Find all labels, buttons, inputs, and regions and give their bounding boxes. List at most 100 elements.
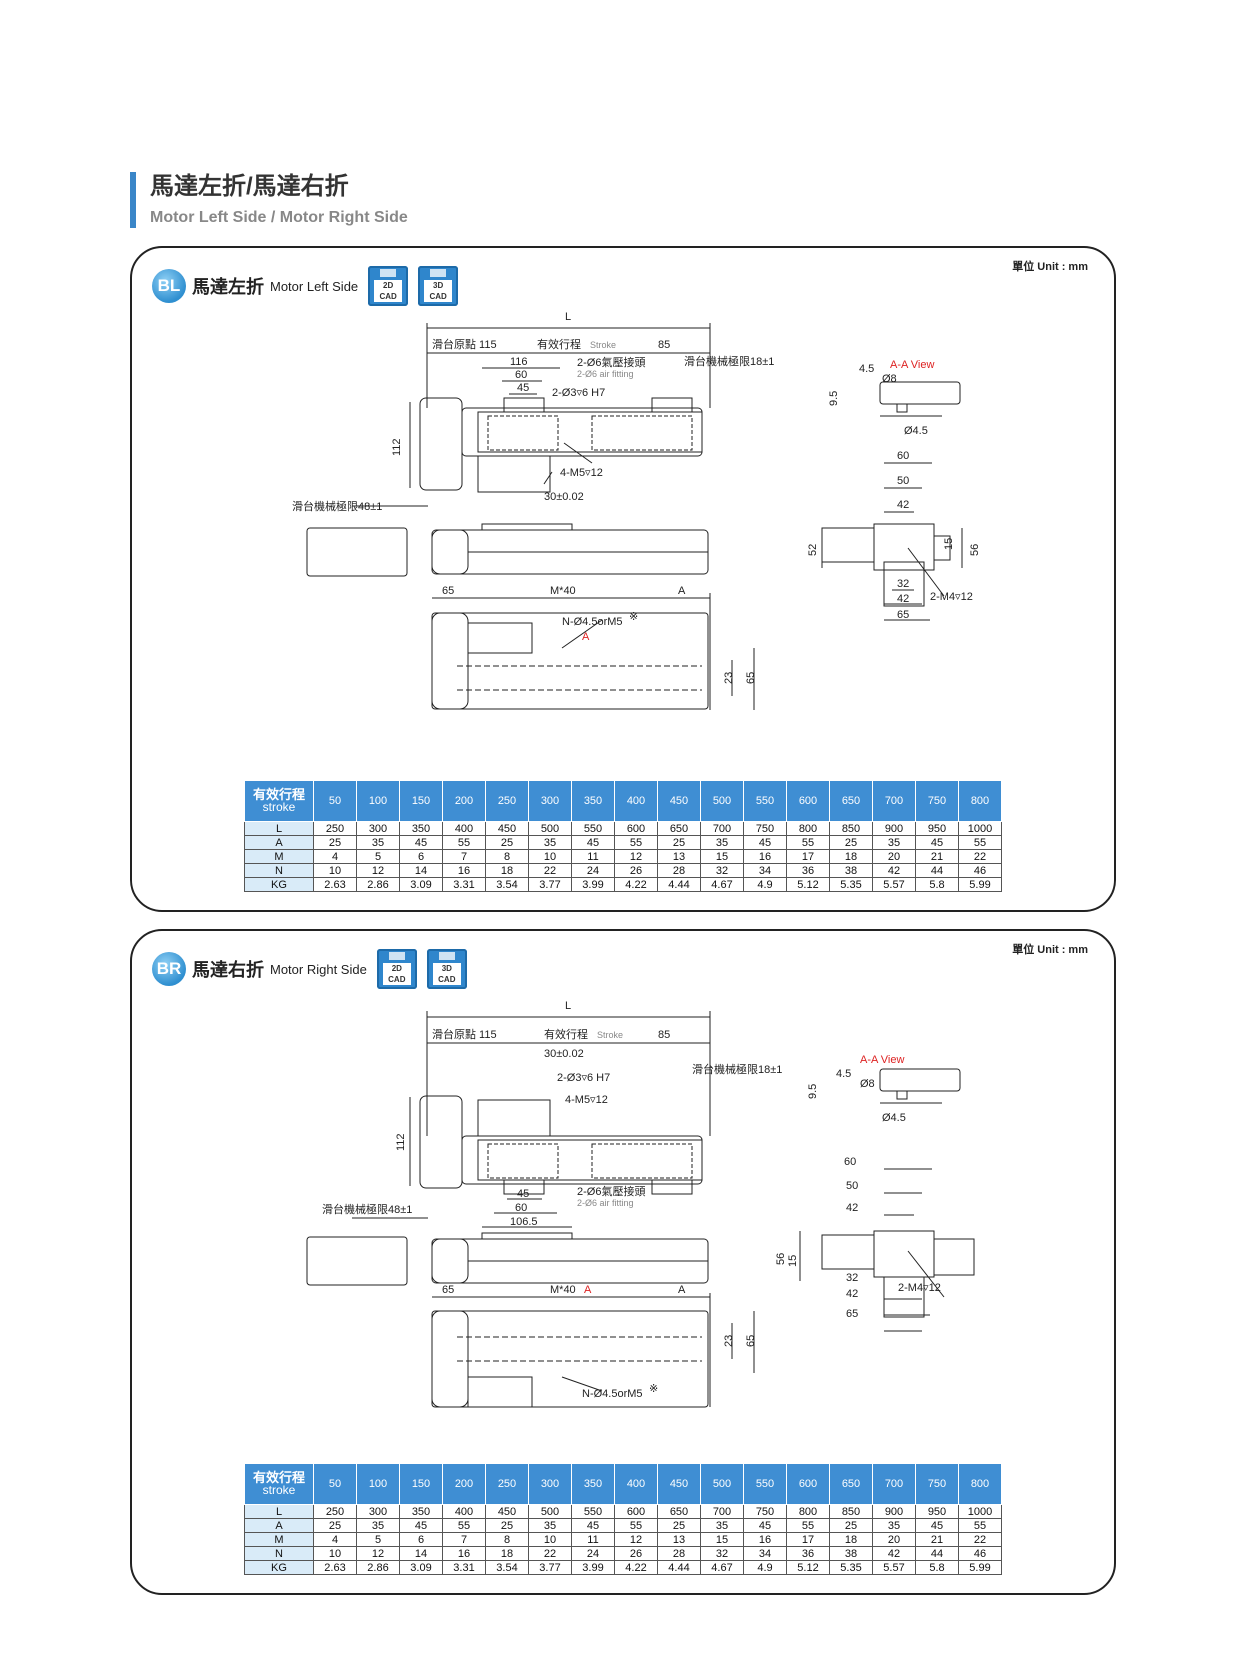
table-cell: 3.09 xyxy=(399,1560,443,1575)
table-cell: 4.9 xyxy=(743,877,787,892)
dim-85: 85 xyxy=(658,339,670,351)
dowel-pin-label: 2-Ø3▿6 H7 xyxy=(552,387,605,399)
table-cell: 35 xyxy=(700,835,744,850)
stroke-column-header: 800 xyxy=(958,1463,1002,1505)
floppy-disk-icon xyxy=(438,952,455,960)
panel-title-en: Motor Right Side xyxy=(270,961,367,977)
table-cell: 45 xyxy=(743,835,787,850)
table-cell: 550 xyxy=(571,821,615,836)
stroke-column-header: 650 xyxy=(829,1463,873,1505)
dim-stroke-en: Stroke xyxy=(590,340,616,350)
table-cell: 55 xyxy=(614,1518,658,1533)
table-cell: 42 xyxy=(872,1546,916,1561)
stroke-column-header: 450 xyxy=(657,1463,701,1505)
table-cell: 12 xyxy=(356,863,400,878)
table-cell: 18 xyxy=(829,849,873,864)
table-cell: 25 xyxy=(485,835,529,850)
table-cell: 3.31 xyxy=(442,1560,486,1575)
table-cell: 44 xyxy=(915,1546,959,1561)
bot-n45: N-Ø4.5orM5 xyxy=(582,1388,643,1400)
table-cell: 5.35 xyxy=(829,1560,873,1575)
mech-limit-18: 滑台機械極限18±1 xyxy=(684,354,774,368)
table-cell: 14 xyxy=(399,863,443,878)
table-cell: 12 xyxy=(614,849,658,864)
end-56: 56 xyxy=(969,544,981,556)
table-cell: 600 xyxy=(614,821,658,836)
table-cell: 45 xyxy=(915,835,959,850)
table-cell: 750 xyxy=(743,1504,787,1519)
dim-L: L xyxy=(565,311,571,323)
stroke-column-header: 100 xyxy=(356,1463,400,1505)
table-cell: 650 xyxy=(657,1504,701,1519)
table-cell: 7 xyxy=(442,1532,486,1547)
stroke-column-header: 500 xyxy=(700,1463,744,1505)
table-cell: 700 xyxy=(700,1504,744,1519)
table-cell: 25 xyxy=(829,1518,873,1533)
table-cell: 45 xyxy=(743,1518,787,1533)
unit-label: 單位 Unit : mm xyxy=(1012,944,1088,956)
table-cell: 25 xyxy=(829,835,873,850)
table-cell: 26 xyxy=(614,863,658,878)
table-cell: 8 xyxy=(485,1532,529,1547)
table-cell: 55 xyxy=(614,835,658,850)
table-cell: 34 xyxy=(743,863,787,878)
table-cell: 22 xyxy=(528,863,572,878)
stroke-column-header: 300 xyxy=(528,780,572,822)
table-cell: 14 xyxy=(399,1546,443,1561)
table-cell: 700 xyxy=(700,821,744,836)
stroke-column-header: 750 xyxy=(915,1463,959,1505)
table-cell: 7 xyxy=(442,849,486,864)
table-cell: 16 xyxy=(442,863,486,878)
end-50: 50 xyxy=(846,1180,858,1192)
table-cell: 3.99 xyxy=(571,1560,615,1575)
bot-n45: N-Ø4.5orM5 xyxy=(562,616,623,628)
table-cell: 26 xyxy=(614,1546,658,1561)
table-cell: 500 xyxy=(528,821,572,836)
table-cell: 4.67 xyxy=(700,1560,744,1575)
table-cell: 46 xyxy=(958,863,1002,878)
end-32: 32 xyxy=(846,1272,858,1284)
dim-106.5: 106.5 xyxy=(510,1216,538,1228)
stroke-column-header: 200 xyxy=(442,1463,486,1505)
dim-60: 60 xyxy=(515,369,527,381)
panel-title-zh: 馬達右折 xyxy=(192,960,264,980)
table-cell: 32 xyxy=(700,863,744,878)
stroke-column-header: 600 xyxy=(786,780,830,822)
end-15: 15 xyxy=(943,538,955,550)
table-cell: 450 xyxy=(485,1504,529,1519)
table-cell: 25 xyxy=(657,1518,701,1533)
end-15: 15 xyxy=(787,1255,799,1267)
table-cell: 45 xyxy=(571,1518,615,1533)
end-32: 32 xyxy=(897,578,909,590)
table-cell: 4.9 xyxy=(743,1560,787,1575)
mech-limit-48: 滑台機械極限48±1 xyxy=(322,1202,412,1216)
table-cell: 44 xyxy=(915,863,959,878)
table-cell: 34 xyxy=(743,1546,787,1561)
floppy-disk-icon xyxy=(430,269,447,277)
table-cell: 55 xyxy=(442,835,486,850)
table-cell: 850 xyxy=(829,821,873,836)
table-cell: 32 xyxy=(700,1546,744,1561)
table-cell: 35 xyxy=(528,1518,572,1533)
aa-9.5: 9.5 xyxy=(828,391,840,406)
row-label: N xyxy=(244,1546,314,1561)
table-cell: 22 xyxy=(528,1546,572,1561)
table-cell: 900 xyxy=(872,821,916,836)
table-cell: 10 xyxy=(528,849,572,864)
end-65: 65 xyxy=(846,1308,858,1320)
section-title-en: Motor Left Side / Motor Right Side xyxy=(150,209,408,226)
table-cell: 18 xyxy=(829,1532,873,1547)
table-cell: 45 xyxy=(915,1518,959,1533)
stroke-column-header: 200 xyxy=(442,780,486,822)
table-cell: 250 xyxy=(313,1504,357,1519)
floppy-disk-icon xyxy=(380,269,397,277)
table-cell: 4.22 xyxy=(614,1560,658,1575)
end-60: 60 xyxy=(897,450,909,462)
